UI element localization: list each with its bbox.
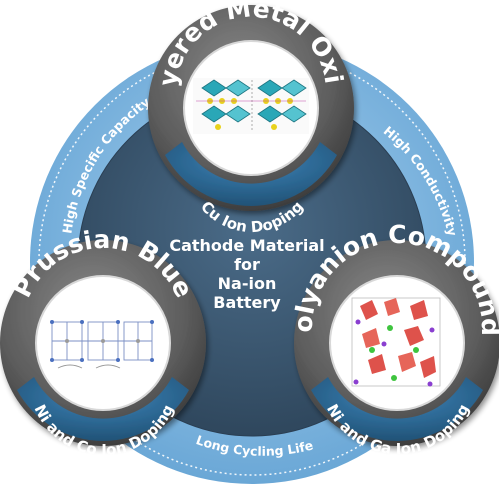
module-right-center bbox=[329, 275, 465, 411]
center-line-1: Cathode Material bbox=[169, 236, 324, 255]
center-line-2: for bbox=[234, 255, 260, 274]
center-line-3: Na-ion bbox=[218, 274, 277, 293]
module-polyanion-compounds bbox=[294, 240, 499, 446]
module-top-doping-band bbox=[165, 142, 337, 207]
prussian-blue-framework-image bbox=[50, 320, 154, 369]
polyanion-crystal-image bbox=[351, 297, 441, 387]
center-line-4: Battery bbox=[213, 293, 281, 312]
module-right-doping-band bbox=[311, 377, 483, 442]
layered-oxide-structure-image bbox=[193, 78, 309, 134]
module-left-doping-band bbox=[17, 377, 189, 442]
outer-ring-dotted-border bbox=[38, 48, 466, 476]
